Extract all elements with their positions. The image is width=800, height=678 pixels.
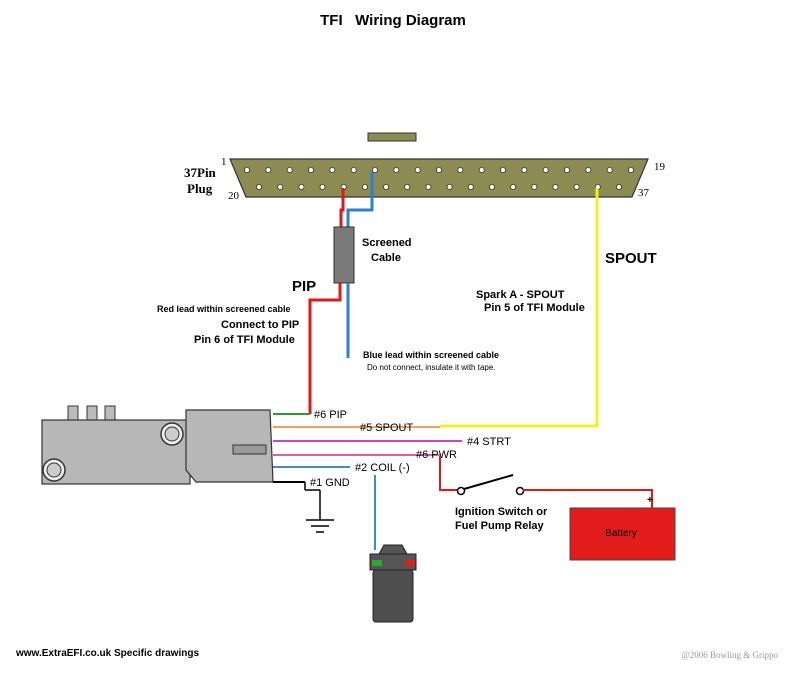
plug-bottom-pin-8 bbox=[404, 183, 411, 190]
plug-top-pin-18 bbox=[606, 166, 613, 173]
plug-bottom-pin-16 bbox=[573, 183, 580, 190]
plug-bottom-pin-6 bbox=[361, 183, 368, 190]
plug-label-line2: Plug bbox=[187, 181, 213, 196]
plug-top-pin-1 bbox=[243, 166, 250, 173]
wire-label-pwr: #6 PWR bbox=[416, 449, 457, 461]
plug-top-pin-4 bbox=[307, 166, 314, 173]
plug-pin-37-label: 37 bbox=[638, 187, 650, 199]
plug-bottom-pin-4 bbox=[319, 183, 326, 190]
pwr-red-wire bbox=[439, 456, 458, 491]
plug-top-pin-19 bbox=[628, 166, 635, 173]
spout-line2: Pin 5 of TFI Module bbox=[484, 302, 585, 314]
blue-lead-line1: Blue lead within screened cable bbox=[363, 350, 499, 360]
ignition-coil bbox=[369, 544, 417, 623]
ignition-switch-terminal-left bbox=[456, 486, 466, 496]
plug-bottom-pin-12 bbox=[488, 183, 495, 190]
screened-cable-line2: Cable bbox=[371, 252, 401, 264]
battery-label: Battery bbox=[605, 528, 637, 539]
pip-note: Red lead within screened cable bbox=[157, 304, 291, 314]
screened-cable-sleeve bbox=[333, 226, 355, 284]
wire-label-coil: #2 COIL (-) bbox=[355, 462, 410, 474]
plug-top-pin-11 bbox=[457, 166, 464, 173]
ground-symbol bbox=[304, 482, 334, 533]
pip-connect-line1: Connect to PIP bbox=[221, 319, 299, 331]
screened-cable-line1: Screened bbox=[362, 237, 412, 249]
wire-label-spout: #5 SPOUT bbox=[360, 422, 413, 434]
plug-bottom-pin-3 bbox=[298, 183, 305, 190]
plug-top-pin-16 bbox=[564, 166, 571, 173]
plug-top-pin-6 bbox=[350, 166, 357, 173]
plug-top-pin-10 bbox=[435, 166, 442, 173]
ignition-line1: Ignition Switch or bbox=[455, 506, 548, 518]
tfi-module bbox=[41, 405, 274, 485]
plug-top-pin-17 bbox=[585, 166, 592, 173]
plug-top-pin-9 bbox=[414, 166, 421, 173]
battery bbox=[569, 507, 676, 561]
plug-bottom-pin-13 bbox=[510, 183, 517, 190]
pip-heading: PIP bbox=[292, 278, 316, 295]
diagram-title: TFI Wiring Diagram bbox=[320, 12, 466, 29]
ignition-switch-terminal-right bbox=[515, 486, 525, 496]
spout-heading: SPOUT bbox=[605, 250, 657, 267]
plug-bottom-pin-2 bbox=[277, 183, 284, 190]
plug-top-pin-7 bbox=[371, 166, 378, 173]
wire-label-strt: #4 STRT bbox=[467, 436, 511, 448]
plug-bottom-pin-18 bbox=[616, 183, 623, 190]
battery-red-wire bbox=[523, 489, 653, 508]
plug-top-pin-3 bbox=[286, 166, 293, 173]
footer-right: @2006 Bowling & Grippo bbox=[681, 650, 778, 660]
plug-top-pin-2 bbox=[265, 166, 272, 173]
plug-bottom-pin-15 bbox=[552, 183, 559, 190]
plug-pin-20-label: 20 bbox=[228, 190, 240, 202]
plug-bottom-pin-9 bbox=[425, 183, 432, 190]
plug-bottom-pin-1 bbox=[255, 183, 262, 190]
ignition-switch-blade bbox=[463, 474, 514, 490]
plug-pin-1-label: 1 bbox=[221, 156, 227, 168]
wire-label-pip: #6 PIP bbox=[314, 409, 347, 421]
plug-bottom-pin-14 bbox=[531, 183, 538, 190]
plug-bottom-pin-7 bbox=[383, 183, 390, 190]
plug-37pin bbox=[229, 132, 649, 198]
plug-bottom-pin-11 bbox=[467, 183, 474, 190]
plug-label-line1: 37Pin bbox=[184, 165, 217, 180]
footer-left: www.ExtraEFI.co.uk Specific drawings bbox=[15, 648, 199, 659]
pip-connect-line2: Pin 6 of TFI Module bbox=[194, 334, 295, 346]
blue-lead-wire-top bbox=[346, 172, 374, 228]
plug-top-pin-5 bbox=[329, 166, 336, 173]
red-lead-wire-down bbox=[308, 283, 342, 414]
spout-yellow-wire bbox=[440, 188, 599, 428]
battery-plus: + bbox=[647, 495, 653, 506]
plug-top-pin-15 bbox=[542, 166, 549, 173]
plug-top-pin-12 bbox=[478, 166, 485, 173]
plug-top-pin-13 bbox=[499, 166, 506, 173]
red-lead-wire bbox=[339, 188, 345, 228]
ignition-line2: Fuel Pump Relay bbox=[455, 520, 545, 532]
spout-line1: Spark A - SPOUT bbox=[476, 289, 565, 301]
plug-bottom-pin-10 bbox=[446, 183, 453, 190]
plug-pin-19-label: 19 bbox=[654, 161, 666, 173]
plug-top-pin-8 bbox=[393, 166, 400, 173]
plug-top-pin-14 bbox=[521, 166, 528, 173]
blue-lead-line2: Do not connect, insulate it with tape. bbox=[367, 363, 496, 372]
wire-label-gnd: #1 GND bbox=[310, 477, 350, 489]
plug-pins-top-row bbox=[243, 166, 635, 173]
